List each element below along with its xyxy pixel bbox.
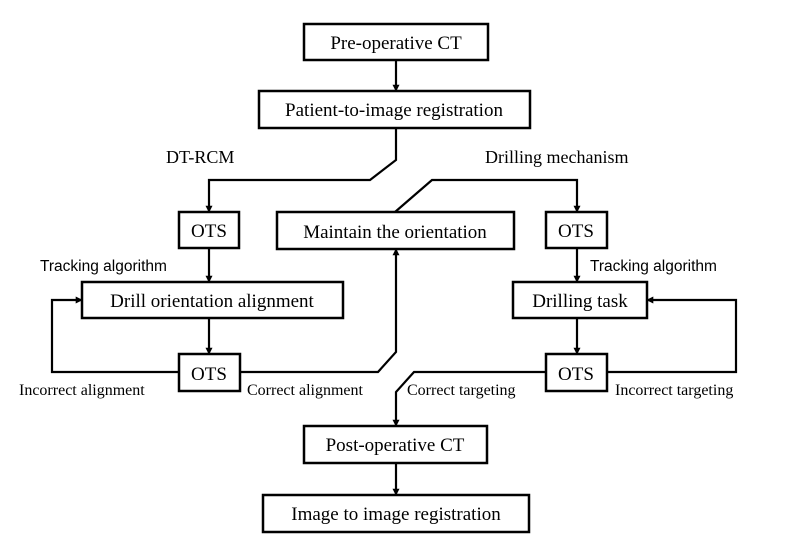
edge-correct-alignment-to-maintain xyxy=(240,248,400,374)
node-drill-alignment-label: Drill orientation alignment xyxy=(110,291,314,312)
node-postop-ct: Post-operative CT xyxy=(302,424,489,465)
node-ots-right-bottom-label: OTS xyxy=(558,364,594,385)
node-ots-right-bottom: OTS xyxy=(544,352,609,393)
edge-correct-targeting-to-postop xyxy=(392,370,546,427)
node-drilling-task: Drilling task xyxy=(511,280,649,320)
edge-maintain-to-ots-right xyxy=(394,178,581,213)
node-maintain-orientation-label: Maintain the orientation xyxy=(303,222,487,243)
label-incorrect-targeting: Incorrect targeting xyxy=(615,382,733,399)
label-tracking-right: Tracking algorithm xyxy=(590,258,717,275)
label-correct-alignment: Correct alignment xyxy=(247,382,364,399)
node-ots-left-top-label: OTS xyxy=(191,221,227,242)
node-ots-right-top-label: OTS xyxy=(558,221,594,242)
label-drilling-mechanism: Drilling mechanism xyxy=(485,147,628,167)
node-image-registration: Image to image registration xyxy=(261,493,531,534)
node-ots-left-bottom: OTS xyxy=(177,352,242,393)
node-patient-registration-label: Patient-to-image registration xyxy=(285,100,503,121)
node-ots-right-top: OTS xyxy=(544,210,609,250)
label-correct-targeting: Correct targeting xyxy=(407,382,516,399)
label-tracking-left: Tracking algorithm xyxy=(40,258,167,275)
node-ots-left-bottom-label: OTS xyxy=(191,364,227,385)
label-incorrect-alignment: Incorrect alignment xyxy=(19,382,145,399)
node-drill-alignment: Drill orientation alignment xyxy=(80,280,345,320)
node-postop-ct-label: Post-operative CT xyxy=(326,435,465,456)
edge-incorrect-alignment-loop xyxy=(50,296,179,374)
node-preop-ct-label: Pre-operative CT xyxy=(330,33,462,54)
edge-incorrect-targeting-loop xyxy=(607,296,738,374)
node-patient-registration: Patient-to-image registration xyxy=(257,89,532,130)
node-preop-ct: Pre-operative CT xyxy=(302,22,490,62)
node-maintain-orientation: Maintain the orientation xyxy=(275,210,516,251)
node-image-registration-label: Image to image registration xyxy=(291,504,501,525)
edge-registration-to-ots-left xyxy=(205,128,398,213)
node-ots-left-top: OTS xyxy=(177,210,241,250)
label-dt-rcm: DT-RCM xyxy=(166,147,234,167)
node-drilling-task-label: Drilling task xyxy=(532,291,628,312)
